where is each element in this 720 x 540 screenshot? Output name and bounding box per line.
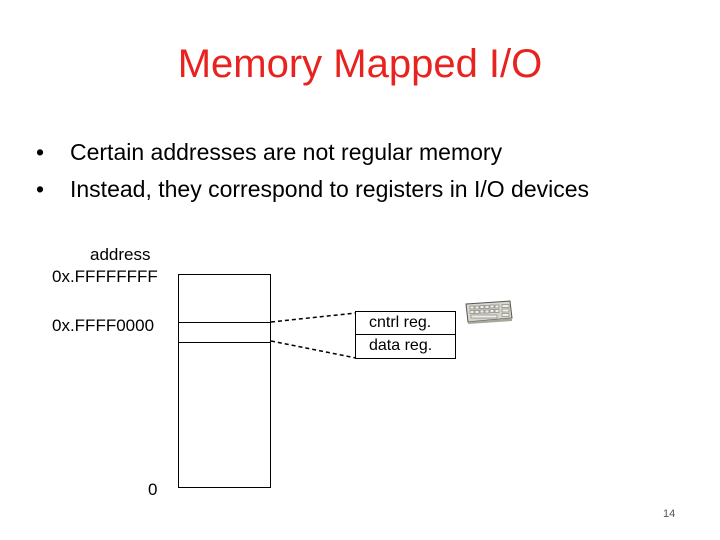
page-number: 14 (663, 508, 676, 520)
memory-block (178, 274, 271, 488)
mmio-address-label: 0x.FFFF0000 (52, 316, 155, 335)
bullet-item: Certain addresses are not regular memory (36, 134, 589, 171)
address-heading: address (90, 245, 151, 264)
connector-line-cntrl (270, 312, 357, 323)
data-register: data reg. (369, 337, 433, 354)
connector-line-data (270, 340, 357, 359)
top-address-label: 0x.FFFFFFFF (52, 267, 158, 286)
bottom-address-label: 0 (148, 480, 158, 499)
bullet-item: Instead, they correspond to registers in… (36, 171, 589, 208)
memory-divider (179, 322, 270, 323)
bullet-list: Certain addresses are not regular memory… (36, 134, 589, 208)
device-registers: cntrl reg. data reg. (355, 311, 456, 359)
cntrl-register: cntrl reg. (356, 312, 455, 335)
slide-title: Memory Mapped I/O (177, 42, 543, 86)
keyboard-icon (465, 300, 513, 324)
memory-divider (179, 342, 270, 343)
